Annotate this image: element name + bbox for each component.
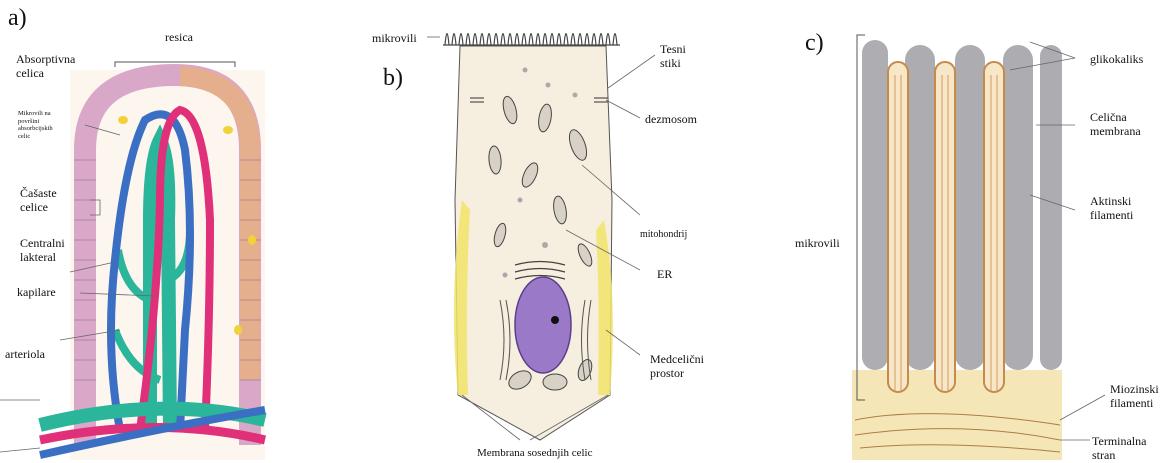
label-terminalna-stran: Terminalna stran — [1092, 434, 1146, 462]
label-miozinski-filamenti: Miozinski filamenti — [1110, 382, 1159, 410]
label-medcelicni-prostor: Medcelični prostor — [650, 352, 704, 380]
label-kapilare: kapilare — [17, 285, 56, 299]
panel-a-letter: a) — [8, 5, 27, 31]
label-mitohondrij: mitohondrij — [640, 228, 687, 242]
label-centralni-lakteral: Centralni lakteral — [20, 236, 65, 264]
label-absorptivna-celica: Absorptivna celica — [16, 52, 75, 80]
label-celicna-membrana: Celična membrana — [1090, 110, 1141, 138]
label-resica: resica — [165, 30, 193, 44]
label-aktinski-filamenti: Aktinski filamenti — [1090, 194, 1133, 222]
label-er: ER — [657, 267, 672, 281]
microvillus-columns — [888, 62, 1004, 392]
panel-c-letter: c) — [805, 30, 824, 56]
label-arteriola: arteriola — [5, 347, 45, 361]
panel-b-letter: b) — [383, 65, 403, 91]
label-mikrovili-c: mikrovili — [795, 236, 840, 250]
label-glikokaliks: glikokaliks — [1090, 52, 1143, 66]
label-mikrovili-na-povrsini: Mikrovili na površini absorbcijskih celi… — [18, 110, 53, 140]
label-casaste-celice: Čašaste celice — [20, 186, 57, 214]
label-dezmosom: dezmosom — [645, 112, 697, 126]
label-mikrovili-b: mikrovili — [372, 31, 417, 45]
label-membrana-sosednjih-celic: Membrana sosednjih celic — [477, 446, 592, 460]
label-tesni-stiki: Tesni stiki — [660, 42, 686, 70]
